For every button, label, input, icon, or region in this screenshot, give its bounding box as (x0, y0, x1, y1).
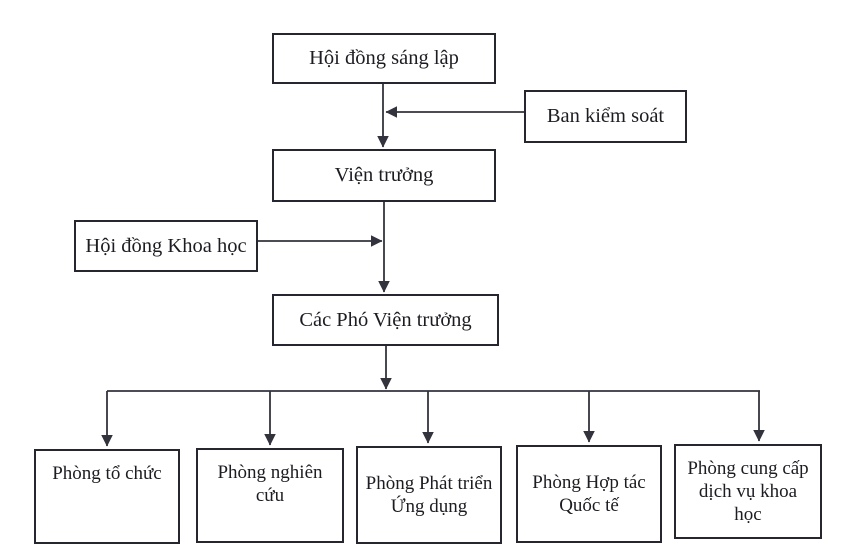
org-box-label: Các Phó Viện trưởng (299, 308, 472, 331)
org-box-founding-council: Hội đồng sáng lập (272, 33, 496, 84)
org-box-science-council: Hội đồng Khoa học (74, 220, 258, 272)
org-box-dept-to-chuc: Phòng tổ chức (34, 449, 180, 544)
org-box-label-line: Phòng tổ chức (52, 463, 162, 484)
org-box-label-line: Phòng cung cấp (687, 457, 809, 479)
org-box-label-line: Ứng dụng (390, 496, 468, 517)
org-box-director: Viện trưởng (272, 149, 496, 202)
org-box-control-board: Ban kiểm soát (524, 90, 687, 143)
org-box-label-line: học (734, 504, 762, 526)
org-box-label-line: Phòng Hợp tác (532, 471, 646, 493)
org-box-label-line: Phòng nghiên (217, 462, 323, 483)
org-box-dept-hop-tac: Phòng Hợp tác Quốc tế (516, 445, 662, 543)
org-box-label-line: dịch vụ khoa (698, 480, 798, 502)
org-box-deputy-directors: Các Phó Viện trưởng (272, 294, 499, 346)
org-box-dept-nghien-cuu: Phòng nghiên cứu (196, 448, 344, 543)
org-box-dept-cung-cap-dv: Phòng cung cấp dịch vụ khoa học (674, 444, 822, 539)
org-box-label: Viện trưởng (334, 164, 434, 186)
org-box-label: Ban kiểm soát (546, 105, 665, 127)
org-box-label: Hội đồng sáng lập (309, 47, 459, 69)
org-box-label: Hội đồng Khoa học (85, 234, 247, 257)
org-box-dept-phat-trien: Phòng Phát triển Ứng dụng (356, 446, 502, 544)
org-box-label-line: cứu (255, 485, 285, 507)
org-box-label-line: Phòng Phát triển (365, 472, 493, 494)
org-box-label-line: Quốc tế (559, 495, 619, 516)
